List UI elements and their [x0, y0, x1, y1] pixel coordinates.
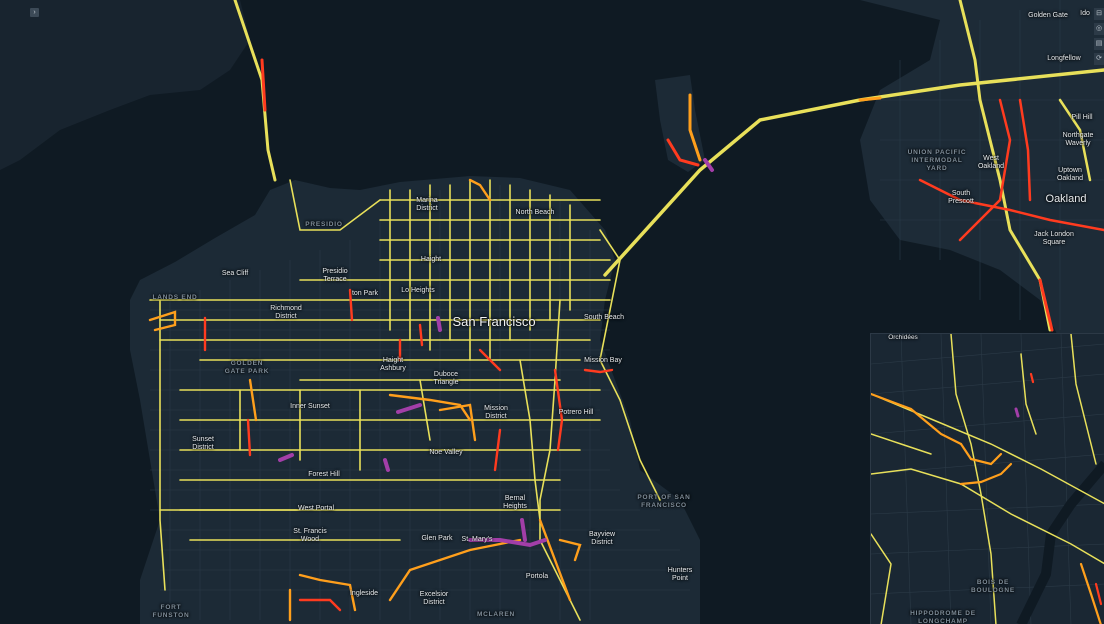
marin-land	[0, 0, 250, 170]
label-golden-gate: Golden Gate	[1028, 12, 1068, 19]
label-forest-hill: Forest Hill	[308, 471, 340, 478]
draw-icon: ⟳	[1096, 55, 1102, 62]
label-north-beach: North Beach	[515, 209, 555, 216]
label-richmond: Richmond District	[270, 305, 302, 320]
label-san-francisco: San Francisco	[452, 314, 536, 329]
label-south-beach: South Beach	[583, 314, 625, 321]
label-jack-london: Jack London Square	[1034, 231, 1074, 246]
label-st-francis: St. Francis Wood	[293, 528, 327, 543]
label-ido: Ido	[1080, 10, 1090, 17]
inset-seine-river	[1016, 460, 1104, 624]
label-lands-end: LANDS END	[152, 294, 198, 301]
draw-button[interactable]: ⟳	[1094, 53, 1104, 65]
perspective-button[interactable]: ◎	[1094, 23, 1104, 35]
inset-label-bois-de-boulogne: BOIS DE BOULOGNE	[971, 579, 1015, 594]
label-south-prescott: South Prescott	[948, 190, 974, 205]
traffic-sf-heavy	[203, 288, 614, 612]
legend-button[interactable]: ▤	[1094, 38, 1104, 50]
treasure-island	[655, 75, 705, 172]
label-haight-ashbury: Haight Ashbury	[380, 357, 406, 372]
split-map-button[interactable]: ⊟	[1094, 8, 1104, 20]
label-sea-cliff: Sea Cliff	[221, 270, 249, 277]
traffic-sf-free	[149, 179, 661, 621]
label-mission-bay: Mission Bay	[584, 357, 622, 364]
label-fort-funston: FORT FUNSTON	[152, 604, 190, 619]
label-haight-small: Haight	[420, 256, 442, 263]
inset-traffic-free	[871, 334, 1104, 624]
label-bernal: Bernal Heights	[503, 495, 527, 510]
inset-label-hippodrome: HIPPODROME DE LONGCHAMP	[910, 610, 976, 624]
label-ton-park: ton Park	[351, 290, 379, 297]
label-pill-hill: Pill Hill	[1071, 114, 1093, 121]
label-duboce: Duboce Triangle	[433, 371, 459, 386]
label-noe-valley: Noe Valley	[429, 449, 463, 456]
sf-peninsula	[130, 176, 700, 624]
label-oakland: Oakland	[1045, 193, 1087, 205]
label-potrero: Potrero Hill	[558, 409, 594, 416]
inset-map[interactable]: Orchidées BOIS DE BOULOGNE HIPPODROME DE…	[870, 333, 1104, 624]
globe-icon: ◎	[1095, 25, 1103, 32]
label-lo-heights: Lo Heights	[401, 287, 435, 294]
sidebar-toggle-button[interactable]: ›	[30, 8, 39, 17]
label-bayview: Bayview District	[588, 531, 616, 546]
label-northgate: Northgate Waverly	[1062, 132, 1094, 147]
label-marina: Marina District	[416, 197, 438, 212]
label-mclaren: MCLAREN	[476, 611, 516, 618]
label-longfellow: Longfellow	[1047, 55, 1081, 62]
label-port-sf: PORT OF SAN FRANCISCO	[637, 494, 691, 509]
label-glen-park: Glen Park	[421, 535, 453, 542]
label-west-oakland: West Oakland	[977, 155, 1005, 170]
traffic-sf-severe	[278, 316, 547, 548]
east-bay-land	[860, 0, 1104, 340]
inset-traffic-map[interactable]	[871, 334, 1104, 624]
label-excelsior: Excelsior District	[419, 591, 449, 606]
label-presidio-terrace: Presidio Terrace	[322, 268, 348, 283]
inset-traffic-severe	[1014, 407, 1020, 418]
inset-label-orchidees: Orchidées	[888, 334, 918, 341]
label-inner-sunset: Inner Sunset	[290, 403, 330, 410]
chevron-right-icon: ›	[33, 9, 36, 16]
label-st-marys: St. Mary's	[461, 536, 493, 543]
label-presidio: PRESIDIO	[305, 221, 343, 228]
label-union-pacific: UNION PACIFIC INTERMODAL YARD	[907, 149, 967, 172]
traffic-sf-moderate	[148, 178, 582, 622]
label-west-portal: West Portal	[297, 505, 335, 512]
label-ingleside: Ingleside	[349, 590, 379, 597]
inset-traffic-heavy	[1029, 372, 1103, 606]
label-uptown: Uptown Oakland	[1056, 167, 1084, 182]
label-mission: Mission District	[484, 405, 508, 420]
label-hunters-point: Hunters Point	[667, 567, 693, 582]
inset-traffic-moderate	[871, 392, 1102, 624]
split-map-icon: ⊟	[1096, 10, 1102, 17]
label-golden-gate-park: GOLDEN GATE PARK	[224, 360, 270, 375]
legend-icon: ▤	[1095, 40, 1103, 47]
label-portola: Portola	[525, 573, 549, 580]
traffic-bridges	[233, 0, 1104, 332]
map-controls: ⊟ ◎ ▤ ⟳	[1094, 8, 1104, 68]
label-sunset: Sunset District	[192, 436, 214, 451]
